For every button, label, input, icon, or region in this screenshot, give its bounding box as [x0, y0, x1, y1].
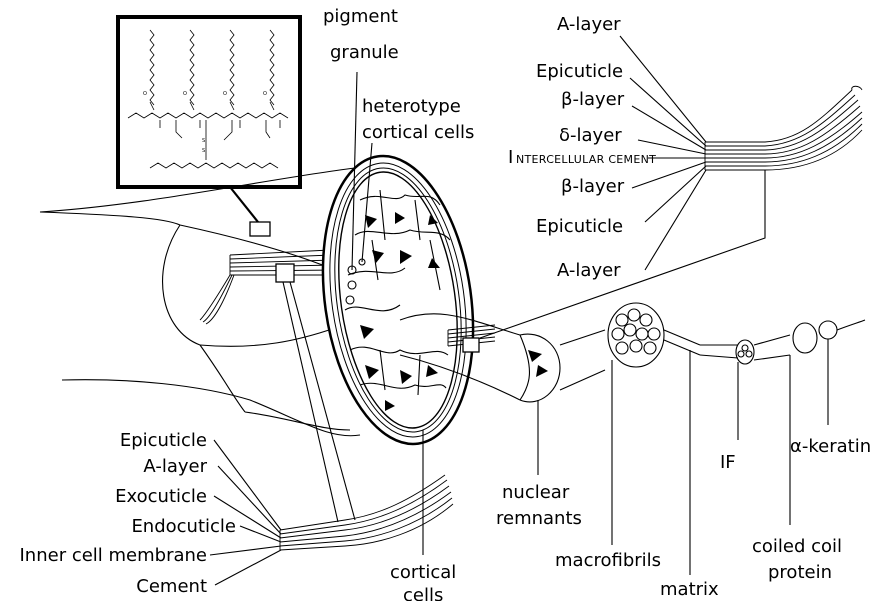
label-left-inner-cell-membrane: Inner cell membrane	[20, 545, 208, 566]
label-left-a-layer: A-layer	[143, 456, 207, 477]
label-cortical-cells-2: cells	[403, 585, 443, 601]
label-pigment-granule-1: pigment	[323, 6, 398, 27]
label-nuclear-remnants-2: remnants	[496, 508, 582, 529]
label-heterotype-1: heterotype	[362, 96, 461, 117]
label-left-cement: Cement	[136, 576, 207, 597]
label-cortical-cells-1: cortical	[390, 562, 456, 583]
nuclear-remnant-marks	[528, 350, 548, 377]
coiled-coil	[793, 320, 865, 353]
left-stack-zoom-box	[276, 264, 294, 282]
label-right-a-layer-top: A-layer	[557, 14, 621, 35]
inset-connector-line	[230, 187, 258, 222]
label-left-endocuticle: Endocuticle	[131, 516, 236, 537]
label-matrix: matrix	[660, 579, 719, 600]
label-coiled-coil-1: coiled coil	[752, 536, 842, 557]
label-nuclear-remnants-1: nuclear	[502, 482, 570, 503]
label-heterotype-2: cortical cells	[362, 122, 474, 143]
right-stack-fibers	[705, 86, 862, 170]
svg-text:S: S	[202, 148, 205, 154]
label-right-a-layer-bottom: A-layer	[557, 260, 621, 281]
svg-text:S: S	[202, 138, 205, 144]
hair-cross-section	[306, 146, 491, 453]
label-if: IF	[720, 452, 736, 473]
inset-zoom-box	[250, 222, 270, 236]
left-stack-fibers	[280, 475, 453, 550]
label-right-delta-layer: δ-layer	[559, 125, 622, 146]
svg-text:O: O	[183, 91, 187, 97]
intermediate-filament	[736, 335, 790, 364]
macrofibril-cluster	[608, 303, 738, 367]
label-left-exocuticle: Exocuticle	[115, 486, 207, 507]
label-right-beta-layer-top: β-layer	[561, 89, 625, 110]
svg-text:O: O	[223, 91, 227, 97]
label-right-epicuticle-bottom: Epicuticle	[536, 216, 623, 237]
lipid-structure-inset: O O O O S S	[118, 17, 300, 187]
center-stack-zoom-box	[463, 338, 479, 352]
label-coiled-coil-2: protein	[768, 562, 832, 583]
label-right-epicuticle-top: Epicuticle	[536, 61, 623, 82]
label-pigment-granule-2: granule	[330, 42, 399, 63]
label-alpha-keratin: α-keratin	[790, 436, 871, 457]
svg-text:O: O	[143, 91, 147, 97]
label-macrofibrils: macrofibrils	[555, 550, 661, 571]
cuticle-bundle-left	[200, 250, 340, 324]
svg-text:O: O	[263, 91, 267, 97]
label-intercellular-cement: NTERCELLULAR CEMENT	[516, 153, 656, 166]
left-stack-leaders	[210, 440, 281, 585]
label-right-beta-layer-bottom: β-layer	[561, 176, 625, 197]
label-left-epicuticle: Epicuticle	[120, 430, 207, 451]
label-intercellular-cement-initial: I	[508, 147, 513, 168]
hair-shaft-outline	[40, 168, 360, 436]
